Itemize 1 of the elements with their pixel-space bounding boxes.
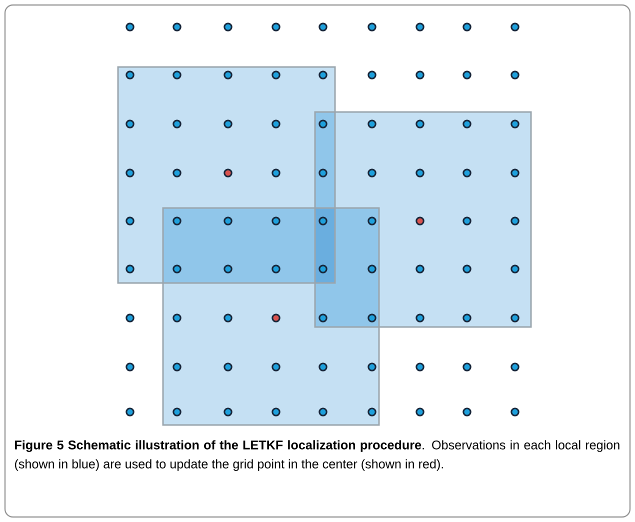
- figure-caption: Figure 5 Schematic illustration of the LETKF localization procedure. Observations in each local region (shown in blue) are used to update the grid point in the center (shown in red).: [15, 440, 620, 471]
